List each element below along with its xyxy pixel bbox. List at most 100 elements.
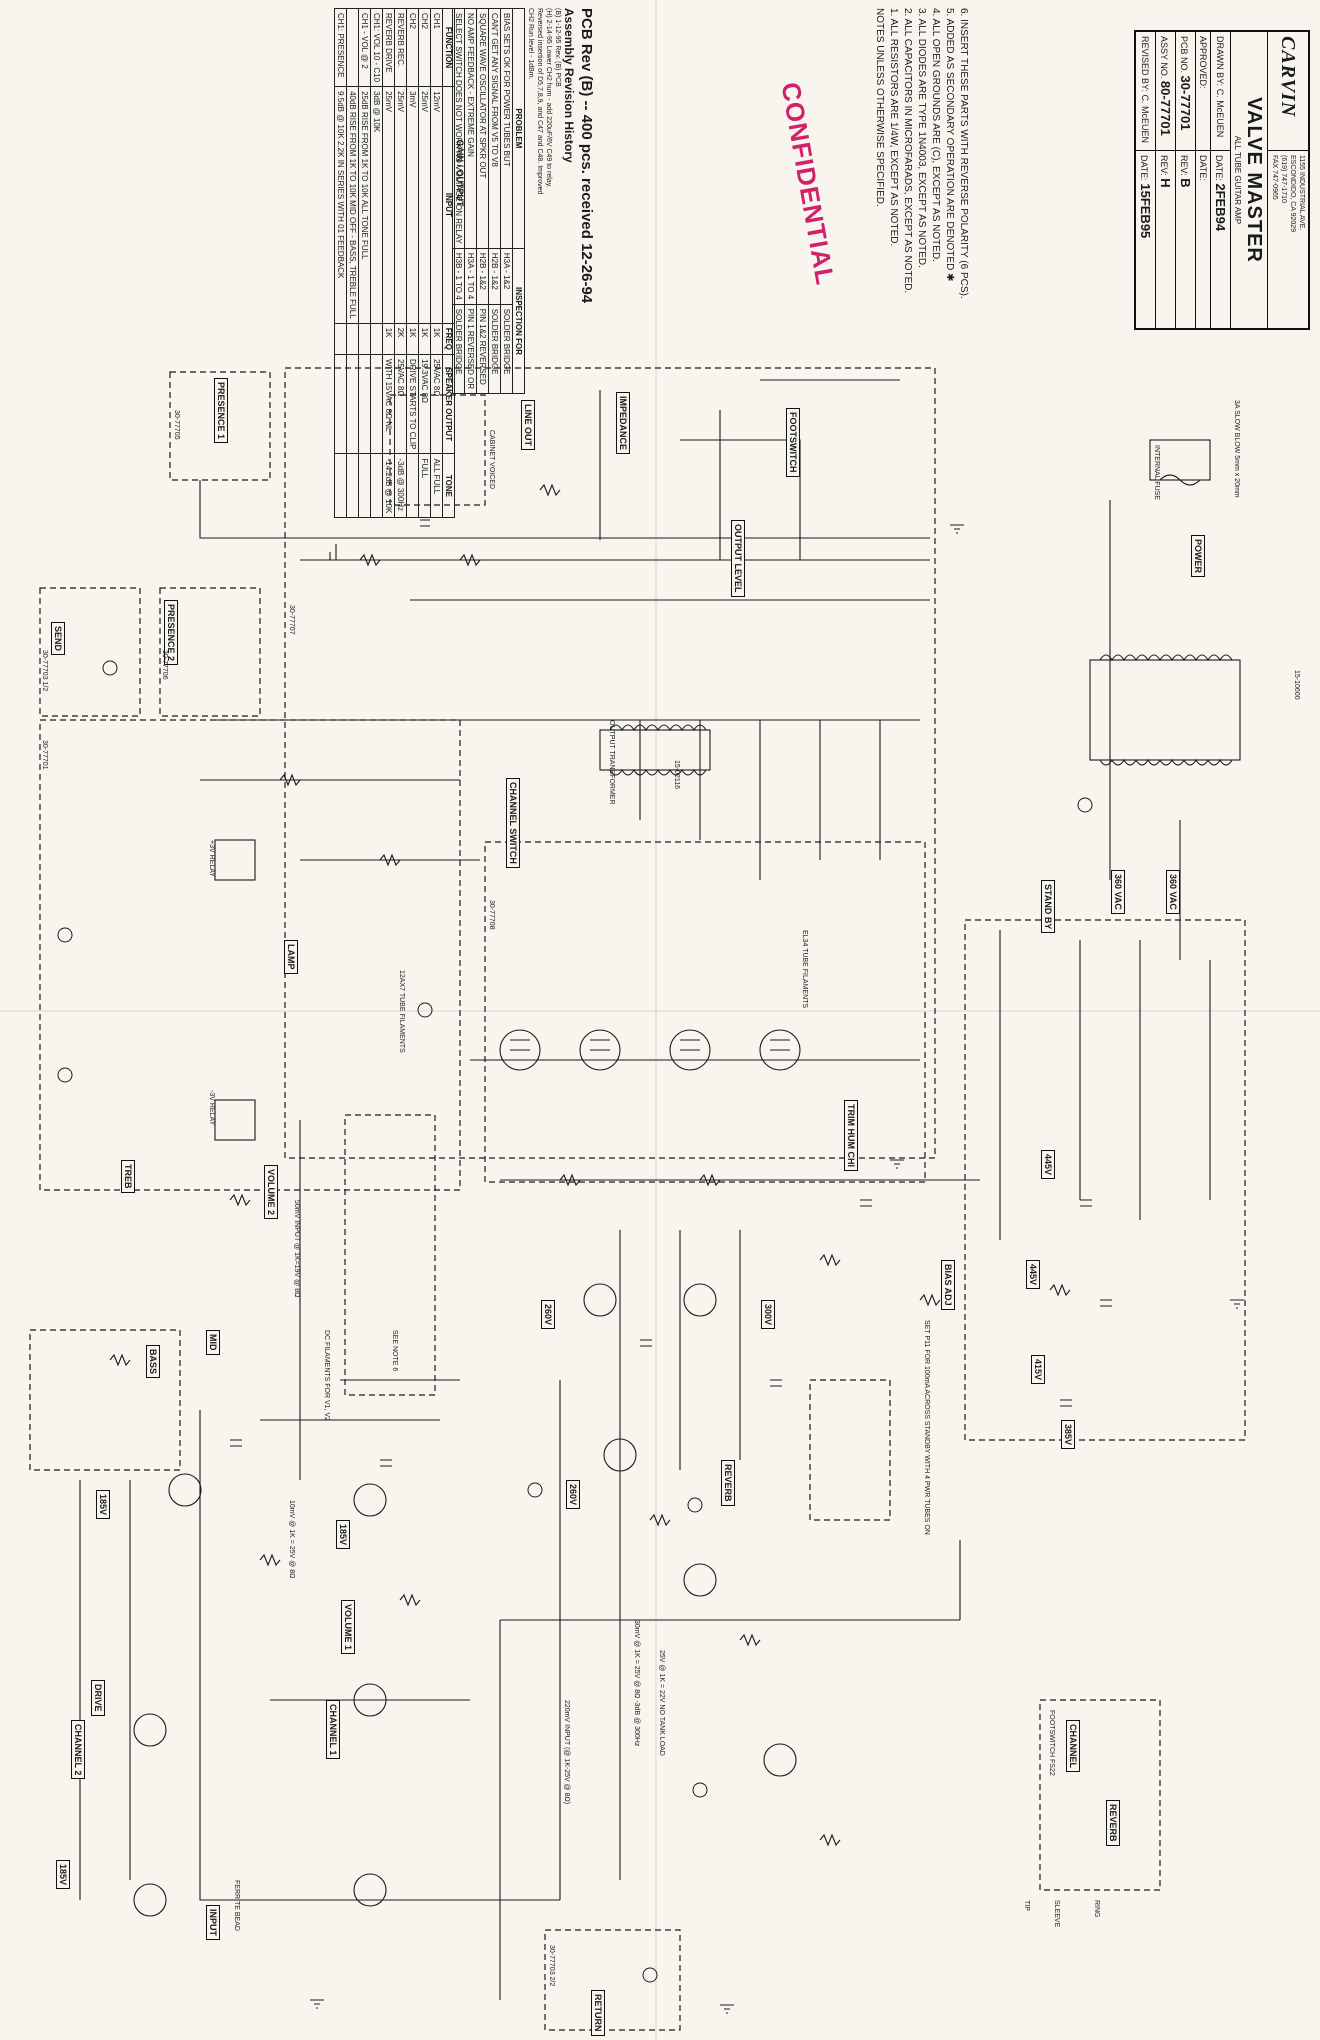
board-30-77708: 30-77708 (488, 900, 495, 930)
channel2-label: CHANNEL 2 (71, 1720, 85, 1780)
send-jack-label: SEND (51, 622, 65, 656)
pcb-label: PCB NO. (1179, 36, 1189, 74)
table-row: 40dB RISE FROM 1K TO 10K MID OFF - BASS,… (346, 8, 359, 518)
date-label-3: DATE: (1139, 155, 1149, 181)
board-30-77705: 30-77705 (173, 410, 180, 440)
voltage-360vac-b: 360 VAC (1166, 870, 1180, 914)
note-line: 5. ADDED AS SECONDARY OPERATION ARE DENO… (944, 8, 955, 282)
reverb-level-note: 30mV @ 1K = 25V @ 8Ω -3dB @ 300Hz (633, 1620, 640, 1747)
voltage-415v: 415V (1031, 1355, 1045, 1385)
note-line: 4. ALL OPEN GROUNDS ARE (C), EXCEPT AS N… (930, 8, 941, 262)
relay-minus-3v: -3V RELAY (208, 1090, 215, 1126)
assembly-history-title: Assembly Revision History (562, 8, 576, 163)
table-cell: NO AMP FEEDBACK - EXTREME GAIN (464, 8, 477, 249)
reverb-label: REVERB (721, 1460, 735, 1506)
bias-setting-note: SET P11 FOR 100mA ACROSS STANDBY WITH 4 … (923, 1320, 930, 1535)
ferrite-bead-label: FERRITE BEAD (233, 1880, 240, 1931)
table-cell (370, 453, 383, 518)
board-outline-return (544, 1929, 681, 2031)
board-outline-footswitch (1039, 1699, 1161, 1891)
table-cell: 1K (418, 323, 431, 355)
voltage-185v-c: 185V (336, 1520, 350, 1550)
tip-label: TIP (1023, 1900, 1030, 1911)
company-logo: CARVIN (1277, 36, 1300, 118)
table-cell: CH1 - VOL @ 2 (358, 8, 371, 87)
volume1-label: VOLUME 1 (341, 1600, 355, 1655)
table-cell: SOLDER BRIDGE (500, 304, 513, 394)
table-cell (370, 354, 383, 454)
assembly-line: CH2 Run level - 1dBm. (527, 8, 534, 80)
table-cell (370, 323, 383, 355)
note-line: 2. ALL CAPACITORS IN MICROFARADS, EXCEPT… (902, 8, 913, 294)
table-cell: REVERB DRIVE (382, 8, 395, 87)
table-cell (358, 323, 371, 355)
table-cell: PIN 1 REVERSED OR (464, 304, 477, 394)
signal-note-1: 10mV @ 1K = 25V @ 8Ω (288, 1500, 295, 1579)
revised-by: C. McEUEN (1140, 94, 1151, 144)
table-cell: 25VAC 8Ω (430, 354, 443, 454)
voltage-260v-a: 260V (541, 1300, 555, 1330)
fs-channel-label: CHANNEL (1066, 1720, 1080, 1772)
treble-ch2-label: TREB (121, 1160, 135, 1193)
assembly-line: (H) 2-14-95 Lower CH2 hum - add 220uF/6V… (545, 8, 552, 188)
voltage-260v-b: 260V (566, 1480, 580, 1510)
table-header: TONE (442, 453, 455, 518)
table-cell: DRIVE STARTS TO CLIP (406, 354, 419, 454)
el34-filaments-note: EL34 TUBE FILAMENTS (801, 930, 808, 1009)
board-outline-presence1 (169, 371, 271, 481)
pcb-number: 30-77701 (1178, 75, 1193, 131)
table-cell: 1K (382, 323, 395, 355)
voltage-360vac-a: 360 VAC (1111, 870, 1125, 914)
board-outline-send (39, 587, 141, 717)
table-cell: REVERB REC. (394, 8, 407, 87)
relay-plus-3v: +3V RELAY (208, 840, 215, 878)
assy-label: ASSY NO. (1159, 36, 1169, 79)
fold-crease (0, 1010, 1320, 1012)
part-15-02116: 15-02116 (673, 760, 680, 790)
assy-number: 80-77701 (1158, 80, 1173, 136)
voltage-185v-a: 185V (96, 1490, 110, 1520)
line-out-label: LINE OUT (521, 400, 535, 450)
power-transformer (1089, 654, 1241, 766)
product-subtitle: ALL TUBE GUITAR AMP (1233, 135, 1242, 225)
output-transformer (599, 724, 711, 776)
dc-filaments-note: DC FILAMENTS FOR V1, V2 (323, 1330, 330, 1422)
see-note-6: SEE NOTE 6 (391, 1330, 398, 1372)
footswitch-fs22-label: FOOTSWITCH FS22 (1048, 1710, 1055, 1776)
table-cell: SELECT SWITCH DOES NOT WORK NO VOLTAGE O… (452, 8, 465, 249)
board-30-77703-2: 30-77703 2/2 (548, 1945, 555, 1987)
revised-label: REVISED BY: (1140, 36, 1151, 93)
volume2-label: VOLUME 2 (264, 1165, 278, 1220)
table-cell: H2B - 1&2 (488, 248, 501, 305)
table-cell (358, 354, 371, 454)
table-cell: CH2 (406, 8, 419, 87)
bias-adjust-label: BIAS ADJ (941, 1260, 955, 1310)
table-cell: 25dB RISE FROM 1K TO 10K ALL TONE FULL (358, 86, 371, 324)
table-cell: 3mV (406, 86, 419, 324)
table-cell: -14.2dB @ 10K (382, 453, 395, 518)
part-15-10600: 15-10600 (1293, 670, 1300, 700)
approved-label: APPROVED: (1198, 36, 1208, 89)
table-cell: H3A - 1 TO 4 (464, 248, 477, 305)
signal-note-2: 50mV INPUT @ 1K=19V @ 8Ω (293, 1200, 300, 1298)
channel-switch-label: CHANNEL SWITCH (506, 778, 520, 868)
address-line: (619) 747-1710 (1280, 155, 1287, 203)
table-cell (334, 453, 347, 518)
table-cell: 12mV (430, 86, 443, 324)
tube-filaments-note: 12AX7 TUBE FILAMENTS (398, 970, 405, 1053)
table-cell (406, 453, 419, 518)
table-cell: 1K (406, 323, 419, 355)
standby-label: STAND BY (1041, 880, 1055, 934)
note-line: 3. ALL DIODES ARE TYPE 1N4003, EXCEPT AS… (916, 8, 927, 268)
company-address: 1155 INDUSTRIAL AVE.ESCONDIDO, CA 92029(… (1267, 150, 1309, 329)
